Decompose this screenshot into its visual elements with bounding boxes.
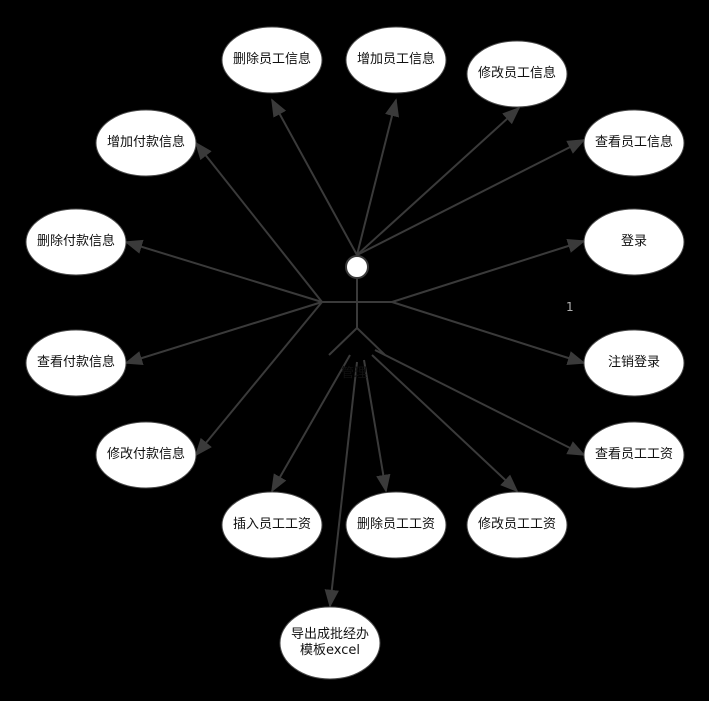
use-case-edit-payment-info[interactable]: [95, 421, 197, 489]
edge-delete-employee-salary: [363, 359, 391, 493]
use-case-view-employee-salary[interactable]: [583, 421, 685, 489]
use-case-logout[interactable]: [583, 329, 685, 397]
use-case-add-employee-info[interactable]: [345, 26, 447, 94]
edge-delete-payment-info: [124, 239, 323, 303]
edge-delete-employee-info: [271, 98, 358, 256]
actor-figure[interactable]: [322, 255, 392, 356]
edge-view-employee-salary: [374, 349, 586, 456]
use-case-delete-employee-info[interactable]: [221, 26, 323, 94]
edge-edit-employee-salary: [371, 354, 519, 493]
actor-label: 管理: [341, 366, 368, 381]
use-case-add-payment-info[interactable]: [95, 109, 197, 177]
association-edges: [124, 98, 586, 608]
note-text: 1: [566, 300, 574, 314]
edge-logout: [391, 301, 586, 365]
actor-right-leg: [356, 327, 386, 356]
use-case-export-template[interactable]: [279, 606, 381, 680]
edge-view-payment-info: [124, 301, 323, 366]
edge-export-template: [324, 361, 358, 608]
edge-add-employee-info: [356, 98, 400, 256]
edge-view-employee-info: [356, 139, 586, 256]
use-case-edit-employee-salary[interactable]: [466, 491, 568, 559]
use-case-ellipses: [25, 26, 685, 680]
edge-insert-employee-salary: [271, 354, 351, 493]
edge-add-payment-info: [194, 141, 323, 303]
edge-edit-employee-info: [356, 106, 521, 256]
use-case-login[interactable]: [583, 208, 685, 276]
use-case-delete-payment-info[interactable]: [25, 208, 127, 276]
use-case-view-employee-info[interactable]: [583, 109, 685, 177]
use-case-delete-employee-salary[interactable]: [345, 491, 447, 559]
edge-login: [391, 239, 586, 303]
actor-left-leg: [328, 327, 358, 356]
use-case-insert-employee-salary[interactable]: [221, 491, 323, 559]
use-case-edit-employee-info[interactable]: [466, 40, 568, 108]
actor-head: [345, 255, 369, 279]
edge-edit-payment-info: [194, 301, 323, 457]
use-case-view-payment-info[interactable]: [25, 329, 127, 397]
